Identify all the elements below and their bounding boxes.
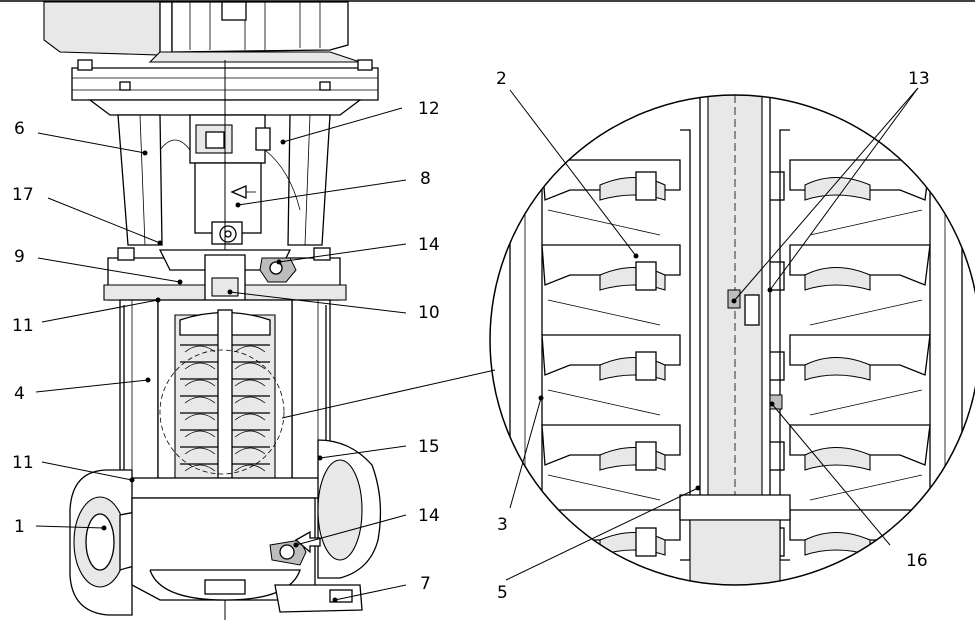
- label-12: 12: [418, 99, 440, 119]
- label-9: 9: [14, 247, 25, 267]
- zoom-circle-outline: [489, 94, 975, 586]
- label-14-upper: 14: [418, 235, 440, 255]
- label-5: 5: [497, 583, 508, 603]
- pump-assembly: [43, 1, 382, 620]
- label-10: 10: [418, 303, 440, 323]
- label-2: 2: [496, 69, 507, 89]
- label-14-lower: 14: [418, 506, 440, 526]
- motor-stool: [71, 59, 379, 246]
- impeller-stack: [180, 309, 270, 499]
- part-labels: 6 17 9 11 4 11 1 12 8 14 10 15 14 7 2 3 …: [12, 69, 930, 603]
- label-16: 16: [906, 551, 928, 571]
- detail-circle: [159, 349, 285, 475]
- zoom-shaft: [679, 95, 791, 585]
- leader-lines: [35, 87, 919, 603]
- motor: [43, 1, 361, 63]
- stage-plates-right: [763, 129, 931, 561]
- label-8: 8: [420, 169, 431, 189]
- stage-plates-left: [541, 129, 691, 561]
- label-4: 4: [14, 384, 25, 404]
- label-15: 15: [418, 437, 440, 457]
- label-17: 17: [12, 185, 34, 205]
- zoom-connector-line: [281, 369, 496, 419]
- label-1: 1: [14, 517, 25, 537]
- label-11-lower: 11: [12, 453, 34, 473]
- shaft-seal: [103, 247, 347, 306]
- label-11-upper: 11: [12, 316, 34, 336]
- coupling: [189, 114, 271, 245]
- zoom-detail: [489, 94, 975, 586]
- label-13: 13: [908, 69, 930, 89]
- label-7: 7: [420, 574, 431, 594]
- label-3: 3: [497, 515, 508, 535]
- label-6: 6: [14, 119, 25, 139]
